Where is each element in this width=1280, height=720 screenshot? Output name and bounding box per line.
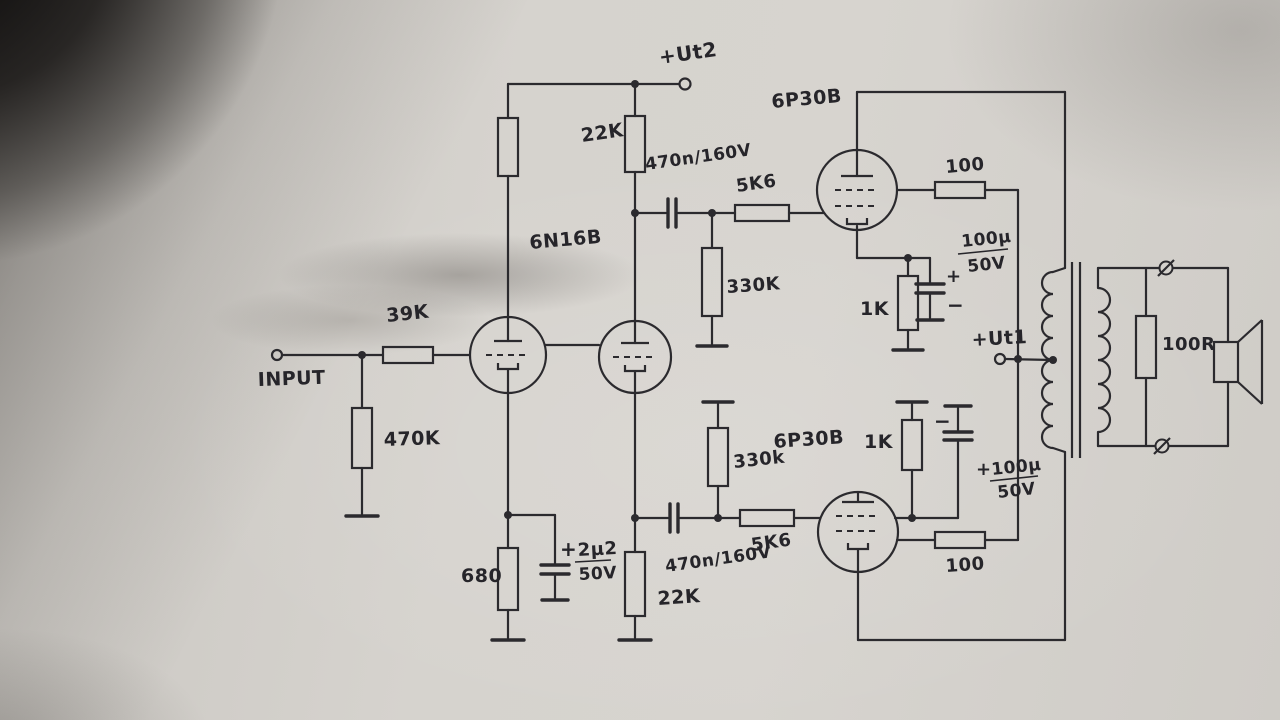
- label-r5k6-top: 5K6: [735, 171, 778, 197]
- label-ut2: +Ut2: [657, 37, 718, 69]
- resistor-100-bottom: [933, 530, 987, 550]
- wiring: [280, 82, 1230, 642]
- fraction-bar: [989, 475, 1039, 482]
- label-c100u-top-minus: −: [947, 293, 964, 317]
- resistor-1k-bottom: [900, 418, 924, 472]
- resistor-5k6-top: [733, 203, 791, 223]
- label-r100-bottom: 100: [945, 553, 985, 577]
- resistor-680: [496, 546, 520, 612]
- resistor-330k-top: [700, 246, 724, 318]
- phase-terminal-top-icon: [1157, 259, 1175, 277]
- label-r1k-bottom: 1K: [864, 431, 894, 453]
- resistor-22k-top: [623, 114, 647, 174]
- label-r100-top: 100: [945, 154, 986, 178]
- terminals: [270, 77, 1175, 455]
- label-r39k: 39K: [385, 301, 431, 327]
- transformer-secondary-winding: [1097, 286, 1112, 434]
- label-r330k-bottom: 330k: [732, 447, 786, 473]
- tube-driver-a: [468, 315, 548, 395]
- label-output-tube-top: 6P30B: [771, 85, 843, 113]
- capacitor-100u-bottom: [942, 430, 974, 442]
- capacitor-coupling-bottom: [668, 502, 680, 534]
- resistor-100r-load: [1134, 314, 1158, 380]
- label-driver-tube: 6N16B: [529, 226, 603, 254]
- capacitors: [539, 197, 974, 576]
- label-c100u-bottom-plus: +: [976, 459, 992, 480]
- tube-output-bottom: [816, 490, 900, 574]
- label-c2u2-volt: 50V: [578, 563, 618, 585]
- label-r22k-bottom: 22K: [657, 585, 702, 610]
- label-c2u2-plus: +: [560, 537, 577, 561]
- label-r5k6-bottom: 5K6: [750, 530, 793, 556]
- label-ut1: +Ut1: [971, 326, 1028, 351]
- label-c2u2: 2µ2: [577, 538, 618, 561]
- label-c100u-bottom-minus: −: [934, 409, 951, 433]
- resistor-5k6-bottom: [738, 508, 796, 528]
- label-r100r: 100R: [1162, 334, 1215, 355]
- resistor-39k: [381, 345, 435, 365]
- fraction-bar: [957, 248, 1009, 255]
- junction-dots: [358, 80, 1057, 522]
- resistor-22k-bottom: [623, 550, 647, 618]
- label-r470k: 470K: [383, 427, 441, 451]
- phase-terminal-bottom-icon: [1153, 437, 1171, 455]
- resistor-100-top: [933, 180, 987, 200]
- tube-driver-b: [597, 319, 673, 395]
- label-c100u-top-volt: 50V: [966, 253, 1007, 277]
- speaker-icon: [1212, 319, 1264, 405]
- label-c100u-bottom-volt: 50V: [996, 479, 1037, 503]
- tube-output-top: [815, 148, 899, 232]
- capacitor-2u2: [539, 563, 571, 576]
- label-coupling-top: 470n/160V: [644, 140, 753, 175]
- label-r1k-top: 1K: [860, 298, 890, 320]
- resistor-plate-driver: [496, 116, 520, 178]
- resistor-470k: [350, 406, 374, 470]
- capacitor-100u-top: [914, 282, 946, 295]
- resistors: [350, 114, 1158, 618]
- label-output-tube-bottom: 6P30B: [773, 426, 845, 453]
- ground-bars: [344, 318, 973, 642]
- ut1-terminal: [993, 352, 1007, 366]
- label-r330k-top: 330K: [726, 273, 781, 298]
- capacitor-coupling-top: [666, 197, 678, 229]
- fraction-bar: [574, 559, 612, 563]
- label-input: INPUT: [257, 367, 326, 391]
- label-r22k-top: 22K: [580, 119, 626, 147]
- ut2-terminal: [678, 77, 692, 91]
- resistor-330k-bottom: [706, 426, 730, 488]
- label-r680: 680: [461, 565, 502, 587]
- label-c100u-top-plus: +: [946, 266, 962, 287]
- label-c100u-top: 100µ: [960, 227, 1012, 252]
- input-terminal: [270, 348, 284, 362]
- resistor-1k-top: [896, 274, 920, 332]
